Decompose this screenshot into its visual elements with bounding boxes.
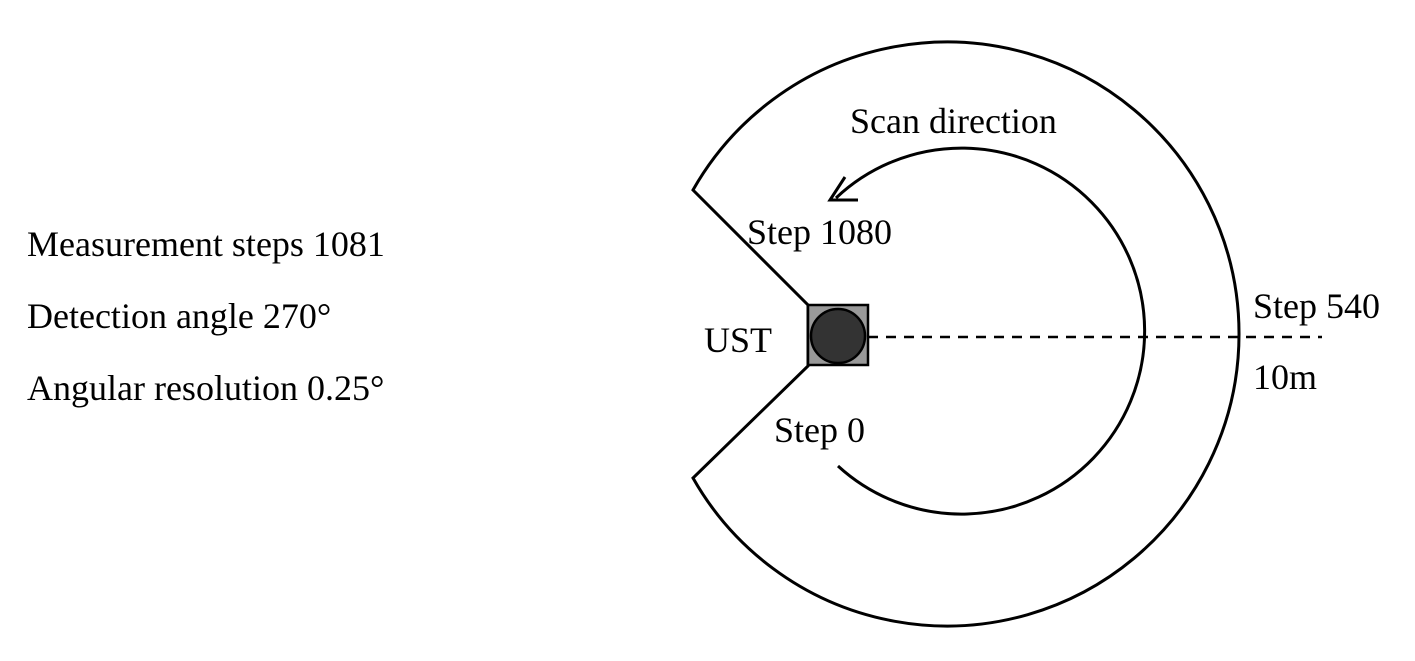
spec-angular-resolution: Angular resolution 0.25° bbox=[27, 368, 385, 408]
label-sensor: UST bbox=[704, 320, 772, 360]
arrowhead-icon bbox=[827, 176, 858, 202]
scan-direction-arc bbox=[834, 146, 1147, 516]
label-range: 10m bbox=[1253, 357, 1317, 397]
label-step-540: Step 540 bbox=[1253, 286, 1380, 326]
sensor-lens bbox=[809, 307, 867, 365]
label-scan-direction: Scan direction bbox=[850, 101, 1057, 141]
label-step-1080: Step 1080 bbox=[747, 212, 892, 252]
detection-area-outline bbox=[691, 40, 1241, 628]
spec-measurement-steps: Measurement steps 1081 bbox=[27, 224, 385, 264]
spec-detection-angle: Detection angle 270° bbox=[27, 296, 332, 336]
label-step-0: Step 0 bbox=[774, 410, 865, 450]
